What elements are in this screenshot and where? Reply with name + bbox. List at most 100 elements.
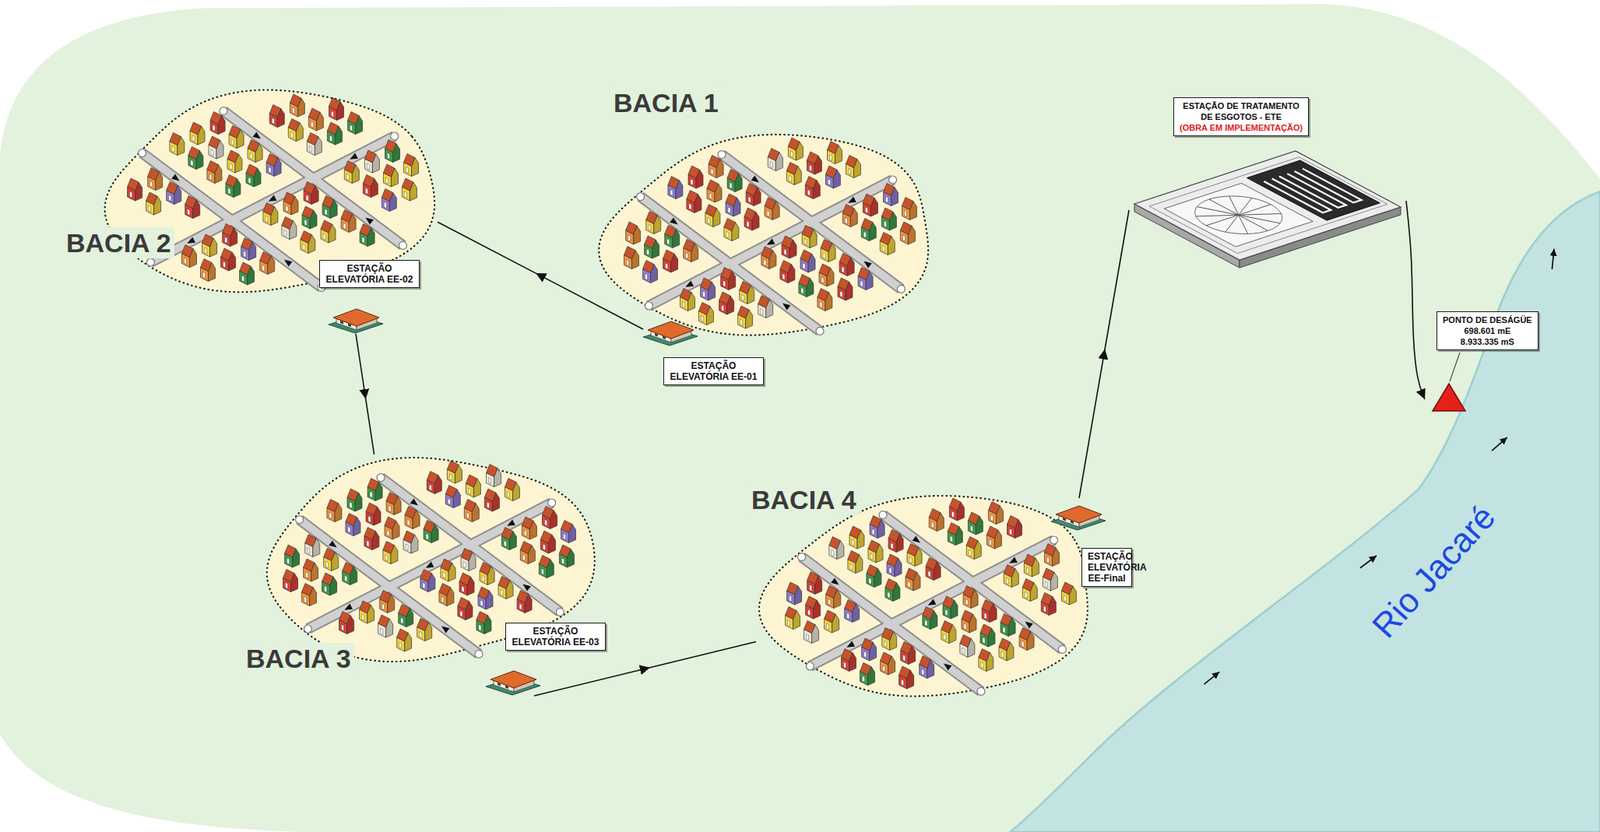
house-door [981,662,984,669]
house [680,288,696,312]
house-door [130,191,133,198]
house [787,137,803,161]
house [919,656,935,679]
manhole [295,516,304,524]
house-roof [922,607,935,620]
house-door [422,583,426,590]
house-door [931,522,934,529]
manhole [798,553,806,562]
house [289,94,305,117]
house [283,569,299,593]
house-roof [961,610,974,623]
house-door [827,179,830,186]
house-roof [169,133,182,146]
outfall-label: PONTO DE DESÁGÜE [1442,314,1533,326]
house-roof [320,220,333,233]
house [646,211,662,235]
house [260,252,275,275]
house [365,502,381,526]
flow-arrow [520,581,531,591]
house-door [223,261,226,268]
house [359,224,375,247]
house-door [984,613,987,620]
house-roof [202,234,215,247]
house-door [1009,529,1013,536]
house-door [723,281,726,288]
flow-arrow [185,237,196,247]
house-roof [880,652,893,665]
house-door [790,151,793,158]
house-roof [127,178,140,191]
house-door [685,253,689,260]
flow-arrow [765,239,776,249]
basin-label-patch: BACIA 4 [748,484,860,516]
house-door [429,485,432,492]
house-door [949,536,953,543]
house-roof [263,203,275,216]
house-door [331,111,335,118]
manhole [636,193,645,201]
house [182,245,197,268]
manhole [390,132,399,141]
house-roof [200,259,213,272]
house-roof [1000,614,1013,627]
house-door [727,207,731,214]
street [721,154,901,290]
house [1023,554,1039,577]
house-roof [260,252,272,265]
house-door [225,237,228,244]
house [683,239,699,263]
house-roof [516,590,529,604]
river [1009,191,1600,832]
house [826,586,841,609]
house [305,534,320,558]
house-roof [804,621,816,634]
house [980,624,996,648]
house [879,232,895,256]
house-door [844,218,848,225]
house [706,179,722,203]
house [323,548,339,572]
reactor-channel [1279,173,1347,208]
house-door [523,530,527,537]
house-roof [457,597,470,611]
house [902,197,918,221]
house-door [407,520,410,527]
house-roof [386,492,398,506]
house-door [841,267,844,274]
house [829,537,844,560]
house [327,122,342,145]
house-door [690,179,693,186]
house [127,178,143,201]
house-roof [289,94,302,107]
pumping-station: ESTAÇÃO ELEVATÓRIA EE-01 [643,313,764,386]
clarifier-arm [1238,197,1252,215]
house-door [1002,627,1006,634]
house-door [862,676,866,683]
house-door [507,492,510,499]
house-roof [960,635,972,648]
house-roof [849,526,862,539]
house-roof [459,573,472,586]
leader-line [1449,352,1460,382]
house-door [349,502,352,509]
river-flow-arrow [1203,671,1220,685]
street [307,502,552,630]
house-door [807,189,810,197]
house-door [804,239,807,246]
house-door [400,618,404,625]
house [403,530,419,554]
house-door [366,541,370,548]
house [839,253,855,277]
label-box: PONTO DE DESÁGÜE698.601 mE8.933.335 mS [1436,311,1539,351]
house-door [404,191,407,198]
house-door [647,249,650,256]
house [725,193,741,217]
station-label: ESTAÇÃO ELEVATÓRIA EE-02 [325,263,414,285]
house-roof [879,232,892,246]
house [862,193,878,217]
clarifier-arm [1209,199,1239,215]
house-door [851,539,855,546]
house [720,267,736,291]
pumping-station: ESTAÇÃO ELEVATÓRIA EE-03 [485,622,606,697]
